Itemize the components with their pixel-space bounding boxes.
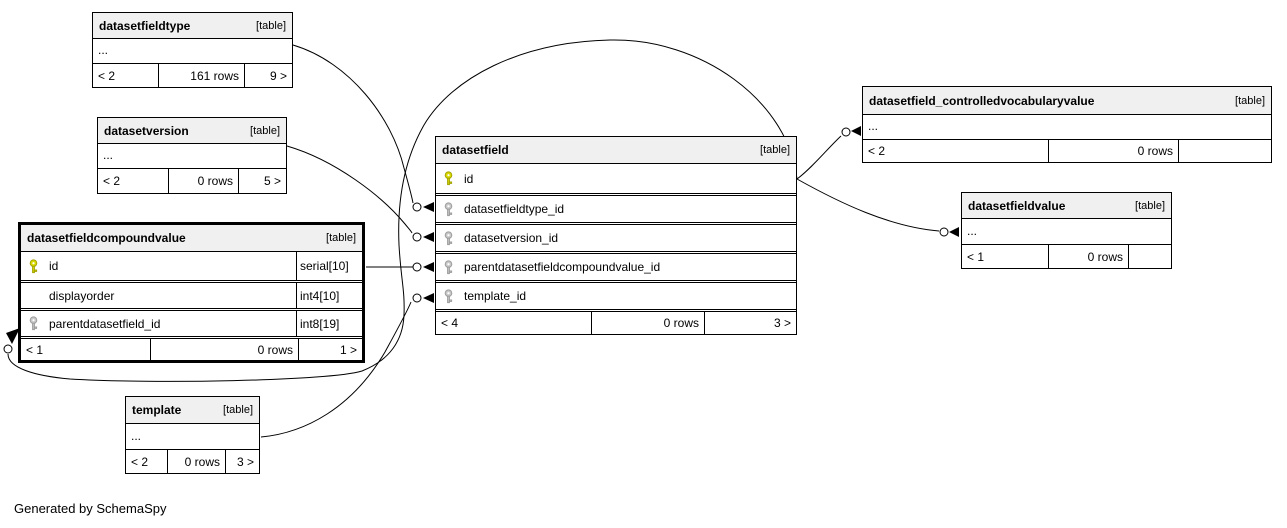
- column-name: datasetfieldtype_id: [464, 202, 565, 216]
- edge-datasetfieldtype-to-datasetfield: [292, 44, 414, 204]
- column-row: id serial[10]: [21, 252, 362, 280]
- table-type-badge: [table]: [1135, 199, 1165, 212]
- column-type: serial[10]: [296, 252, 362, 280]
- column-type: int8[19]: [296, 311, 362, 336]
- column-row: datasetversion_id: [436, 222, 796, 251]
- table-type-badge: [table]: [760, 144, 790, 156]
- column-name: datasetversion_id: [464, 231, 559, 245]
- column-name: id: [464, 171, 474, 186]
- table-header: datasetfield [table]: [436, 137, 796, 164]
- parents-count: < 2: [131, 454, 149, 469]
- edge-datasetfield-to-datasetfieldvalue: [796, 178, 940, 232]
- primary-key-icon: [28, 258, 43, 274]
- table-type-badge: [table]: [250, 124, 280, 137]
- table-name: datasetversion: [104, 123, 189, 138]
- children-count: [1178, 140, 1271, 162]
- columns-ellipsis: ...: [131, 429, 142, 443]
- table-stats: < 1 0 rows 1 >: [21, 336, 362, 360]
- generated-by-note: Generated by SchemaSpy: [14, 501, 167, 516]
- table-type-badge: [table]: [223, 404, 253, 416]
- column-row: parentdatasetfield_id int8[19]: [21, 308, 362, 336]
- table-datasetfield[interactable]: datasetfield [table] id datasetfieldtype…: [435, 136, 797, 335]
- table-datasetversion[interactable]: datasetversion [table] ... < 2 0 rows 5 …: [97, 117, 287, 194]
- primary-key-icon: [443, 171, 458, 186]
- column-name: parentdatasetfieldcompoundvalue_id: [464, 260, 661, 274]
- foreign-key-icon: [28, 316, 43, 331]
- edge-datasetfield-to-controlledvocabularyvalue: [796, 135, 842, 180]
- table-type-badge: [table]: [256, 19, 286, 32]
- column-name: parentdatasetfield_id: [49, 316, 161, 331]
- edge-datasetversion-to-datasetfield: [286, 145, 413, 234]
- children-count: 9 >: [244, 64, 292, 87]
- row-count: 161 rows: [158, 64, 244, 87]
- columns-ellipsis: ...: [98, 43, 109, 57]
- table-header: datasetfieldcompoundvalue [table]: [21, 225, 362, 252]
- foreign-key-icon: [443, 288, 458, 304]
- table-name: datasetfield: [442, 143, 509, 157]
- foreign-key-icon: [443, 259, 458, 275]
- table-stats: < 2 161 rows 9 >: [93, 63, 292, 87]
- table-header: datasetfieldtype [table]: [93, 13, 292, 39]
- foreign-key-icon: [443, 230, 458, 246]
- row-count: 0 rows: [1048, 140, 1178, 162]
- table-datasetfieldcompoundvalue[interactable]: datasetfieldcompoundvalue [table] id ser…: [18, 222, 365, 363]
- table-template[interactable]: template [table] ... < 2 0 rows 3 >: [125, 396, 260, 474]
- children-count: 3 >: [225, 450, 259, 473]
- parents-count: < 2: [868, 144, 886, 158]
- children-count: 5 >: [238, 169, 286, 193]
- column-row: id: [436, 164, 796, 193]
- row-count: 0 rows: [150, 339, 298, 360]
- parents-count: < 1: [26, 342, 44, 357]
- row-count: 0 rows: [167, 450, 225, 473]
- table-type-badge: [table]: [326, 232, 356, 244]
- table-datasetfieldtype[interactable]: datasetfieldtype [table] ... < 2 161 row…: [92, 12, 293, 88]
- table-stats: < 2 0 rows: [863, 139, 1271, 162]
- table-stats: < 4 0 rows 3 >: [436, 309, 796, 334]
- table-header: datasetversion [table]: [98, 118, 286, 144]
- table-header: template [table]: [126, 397, 259, 424]
- column-row: displayorder int4[10]: [21, 280, 362, 308]
- table-stats: < 1 0 rows: [962, 244, 1171, 268]
- table-name: datasetfieldcompoundvalue: [27, 231, 186, 245]
- table-header: datasetfield_controlledvocabularyvalue […: [863, 87, 1271, 115]
- parents-count: < 4: [441, 316, 459, 330]
- table-type-badge: [table]: [1235, 94, 1265, 107]
- column-row: parentdatasetfieldcompoundvalue_id: [436, 251, 796, 280]
- table-datasetfield-controlledvocabularyvalue[interactable]: datasetfield_controlledvocabularyvalue […: [862, 86, 1272, 163]
- column-row: datasetfieldtype_id: [436, 193, 796, 222]
- table-name: template: [132, 403, 182, 417]
- table-datasetfieldvalue[interactable]: datasetfieldvalue [table] ... < 1 0 rows: [961, 192, 1172, 269]
- columns-ellipsis: ...: [868, 119, 879, 133]
- column-type: int4[10]: [296, 283, 362, 308]
- table-name: datasetfieldvalue: [968, 198, 1066, 213]
- children-count: 3 >: [704, 312, 796, 334]
- children-count: [1128, 245, 1171, 268]
- row-count: 0 rows: [1048, 245, 1128, 268]
- table-header: datasetfieldvalue [table]: [962, 193, 1171, 219]
- table-stats: < 2 0 rows 5 >: [98, 168, 286, 193]
- column-name: template_id: [464, 289, 527, 303]
- table-name: datasetfieldtype: [99, 18, 191, 33]
- columns-ellipsis: ...: [967, 224, 978, 238]
- column-row: template_id: [436, 280, 796, 309]
- table-stats: < 2 0 rows 3 >: [126, 449, 259, 473]
- children-count: 1 >: [298, 339, 362, 360]
- row-count: 0 rows: [591, 312, 704, 334]
- columns-ellipsis: ...: [103, 148, 114, 162]
- row-count: 0 rows: [168, 169, 238, 193]
- parents-count: < 2: [103, 174, 121, 188]
- parents-count: < 1: [967, 249, 985, 264]
- foreign-key-icon: [443, 201, 458, 217]
- parents-count: < 2: [98, 68, 116, 83]
- column-name: displayorder: [49, 288, 115, 303]
- column-name: id: [49, 259, 59, 273]
- table-name: datasetfield_controlledvocabularyvalue: [869, 93, 1095, 108]
